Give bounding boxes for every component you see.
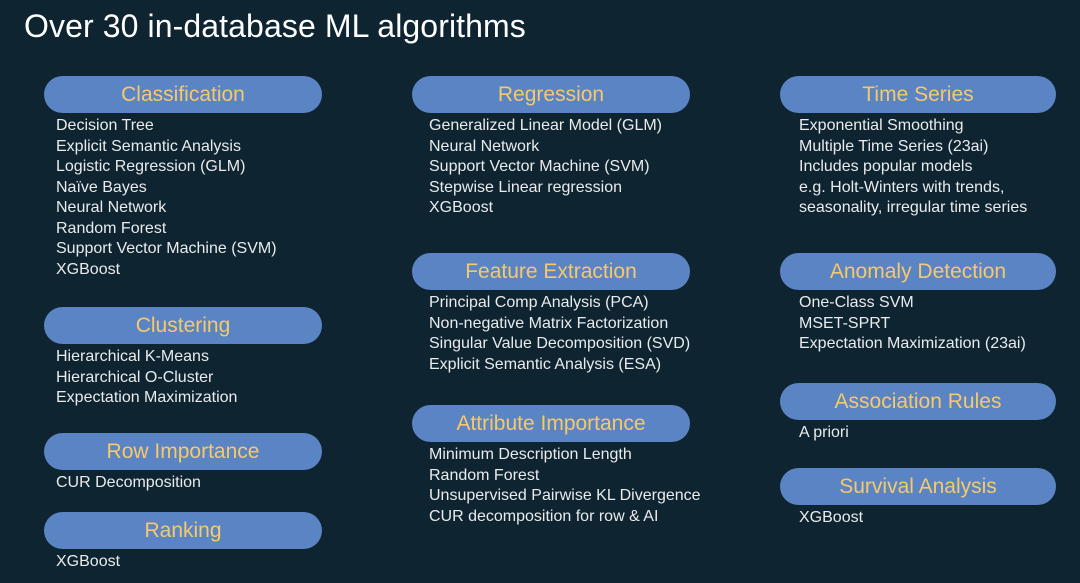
list-item: MSET-SPRT	[799, 314, 891, 332]
list-item: Includes popular models	[799, 158, 973, 175]
list-item: A priori	[799, 424, 849, 441]
list-item: Multiple Time Series (23ai)	[799, 137, 989, 155]
list-item: Hierarchical K-Means	[56, 348, 209, 365]
section-header-pill-time-series[interactable]: Time Series	[780, 76, 1056, 113]
section-header-pill-survival-analysis[interactable]: Survival Analysis	[780, 468, 1056, 505]
list-item: One-Class SVM	[799, 294, 914, 311]
section-header-pill-ranking[interactable]: Ranking	[44, 512, 322, 549]
algorithm-list-feature-extraction: Principal Comp Analysis (PCA) Non-negativ…	[412, 290, 690, 375]
list-item: Logistic Regression (GLM)	[56, 158, 246, 175]
section-header-pill-feature-extraction[interactable]: Feature Extraction	[412, 253, 690, 290]
page-title: Over 30 in-database ML algorithms	[24, 8, 526, 44]
list-item: XGBoost	[799, 509, 864, 526]
list-item: Explicit Semantic Analysis	[56, 137, 241, 155]
list-item: Hierarchical O-Cluster	[56, 368, 214, 386]
list-item: Neural Network	[429, 137, 540, 155]
section-header-pill-clustering[interactable]: Clustering	[44, 307, 322, 344]
list-item: XGBoost	[56, 553, 121, 570]
list-item: XGBoost	[56, 260, 121, 278]
list-item: Neural Network	[56, 199, 167, 216]
list-item: CUR decomposition for row & AI	[429, 507, 659, 525]
list-item: Naïve Bayes	[56, 178, 147, 196]
list-item: Expectation Maximization (23ai)	[799, 335, 1026, 352]
section-header-pill-attribute-importance[interactable]: Attribute Importance	[412, 405, 690, 442]
list-item: Random Forest	[429, 466, 540, 484]
section-header-pill-classification[interactable]: Classification	[44, 76, 322, 113]
list-item: Generalized Linear Model (GLM)	[429, 117, 662, 134]
algorithm-list-row-importance: CUR Decomposition	[44, 470, 322, 494]
list-item: seasonality, irregular time series	[799, 199, 1028, 216]
list-item: Exponential Smoothing	[799, 117, 964, 134]
list-item: Non-negative Matrix Factorization	[429, 314, 669, 332]
list-item: XGBoost	[429, 199, 494, 216]
list-item: Decision Tree	[56, 117, 154, 134]
list-item: Random Forest	[56, 219, 167, 237]
list-item: Stepwise Linear regression	[429, 178, 622, 196]
algorithm-list-survival-analysis: XGBoost	[780, 505, 1056, 529]
list-item: Principal Comp Analysis (PCA)	[429, 294, 649, 311]
list-item: Expectation Maximization	[56, 389, 238, 406]
section-header-pill-association-rules[interactable]: Association Rules	[780, 383, 1056, 420]
algorithm-list-ranking: XGBoost	[44, 549, 322, 573]
section-header-pill-regression[interactable]: Regression	[412, 76, 690, 113]
list-item: CUR Decomposition	[56, 474, 201, 491]
list-item: Explicit Semantic Analysis (ESA)	[429, 355, 662, 373]
list-item: Support Vector Machine (SVM)	[429, 158, 650, 175]
section-header-pill-row-importance[interactable]: Row Importance	[44, 433, 322, 470]
algorithm-list-anomaly-detection: One-Class SVM MSET-SPRT Expectation Maximi…	[780, 290, 1056, 355]
algorithm-section-association-rules: Association Rules A priori	[780, 383, 1056, 444]
list-item: Minimum Description Length	[429, 446, 632, 463]
list-item: e.g. Holt-Winters with trends,	[799, 178, 1005, 196]
list-item: Singular Value Decomposition (SVD)	[429, 335, 691, 352]
algorithm-list-regression: Generalized Linear Model (GLM) Neural Net…	[412, 113, 690, 219]
list-item: Unsupervised Pairwise KL Divergence	[429, 487, 701, 504]
section-header-pill-anomaly-detection[interactable]: Anomaly Detection	[780, 253, 1056, 290]
algorithm-list-association-rules: A priori	[780, 420, 1056, 444]
list-item: Support Vector Machine (SVM)	[56, 240, 277, 257]
